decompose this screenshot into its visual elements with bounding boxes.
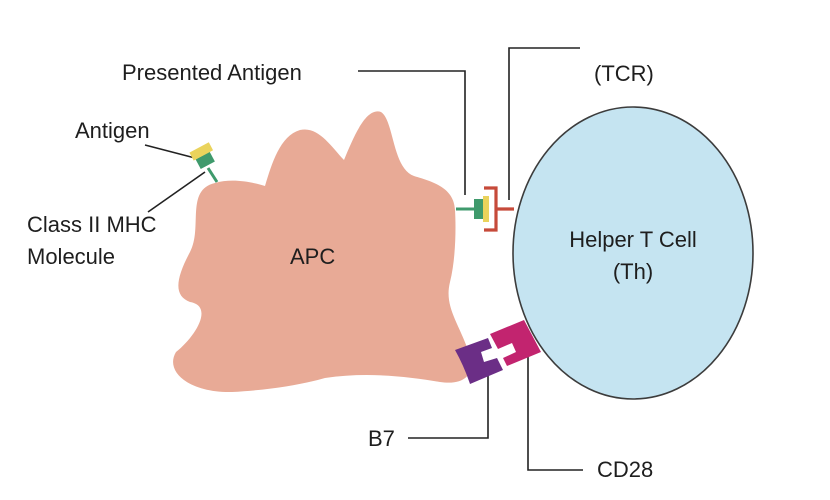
antigen-label: Antigen: [75, 118, 150, 143]
b7-leader: [408, 374, 489, 439]
antigen-fragment: [189, 142, 214, 161]
helper-t-cell-label-line1: Helper T Cell: [569, 227, 697, 252]
cd28-molecule: [490, 320, 541, 366]
antigen-leader: [144, 144, 196, 159]
leader-lines: [144, 47, 583, 471]
b7-label: B7: [368, 426, 395, 451]
helper-t-cell: [512, 106, 754, 400]
class-ii-mhc-label-line1: Class II MHC: [27, 212, 157, 237]
apc-label: APC: [290, 244, 336, 269]
tcr-receptor: [484, 186, 514, 232]
cd28-leader: [527, 356, 583, 471]
tcr-label: (TCR): [594, 61, 654, 86]
class-ii-mhc-label-line2: Molecule: [27, 244, 116, 269]
mhc-stalk: [206, 167, 219, 183]
b7-molecule: [455, 338, 503, 384]
costimulation-complex: [455, 320, 541, 384]
apc-surface-mhc: [189, 142, 219, 183]
presented-antigen-complex: [456, 186, 514, 232]
apc-cell: [173, 111, 472, 393]
cd28-label: CD28: [597, 457, 654, 482]
presented-antigen-piece: [483, 196, 489, 222]
presented-mhc: [474, 199, 483, 219]
tcr-leader: [508, 47, 580, 200]
helper-t-cell-label-line2: (Th): [612, 259, 654, 284]
presented-antigen-label: Presented Antigen: [122, 60, 302, 85]
class-ii-mhc-molecule: [195, 151, 215, 170]
presented-antigen-leader: [358, 70, 466, 195]
class-ii-mhc-leader: [147, 171, 206, 213]
